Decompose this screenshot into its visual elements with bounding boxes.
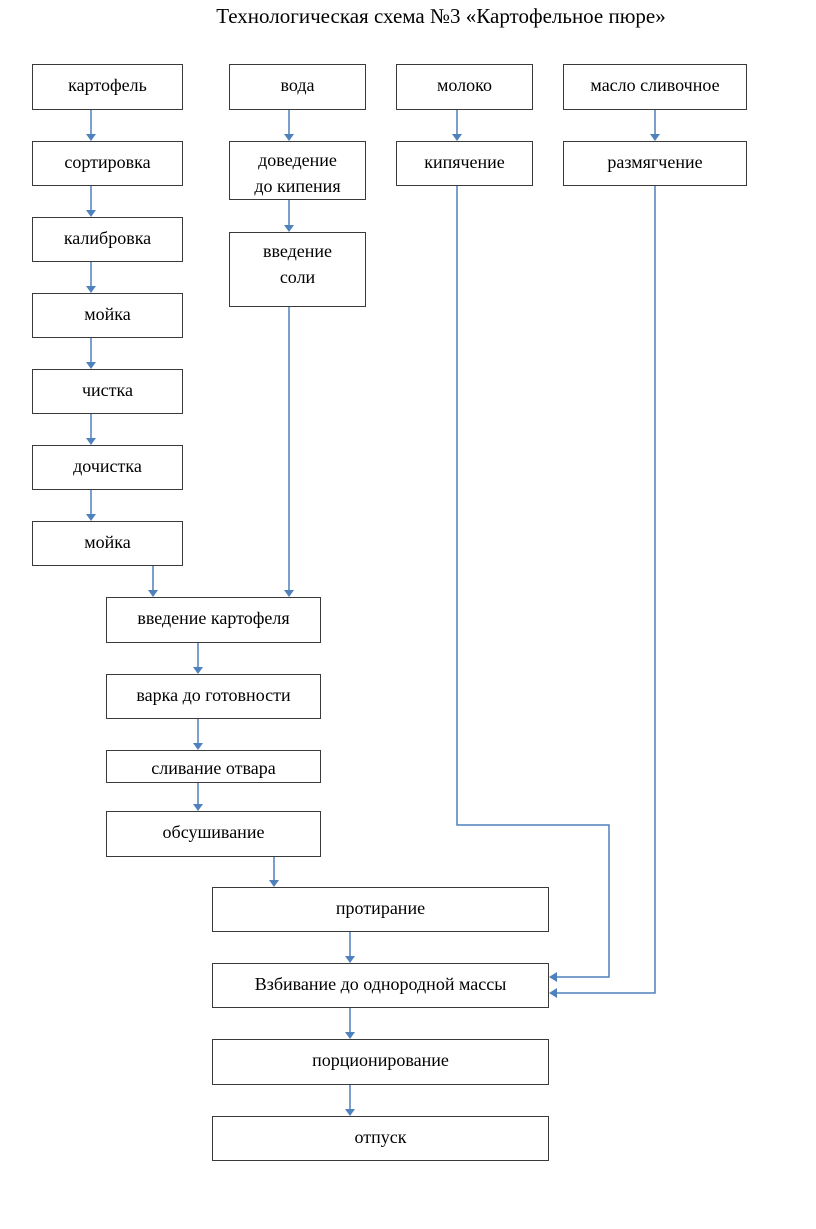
ingredient-water-box: вода bbox=[229, 64, 366, 110]
feed-lines bbox=[456, 186, 656, 998]
step-bring-to-boil-line2: до кипения bbox=[254, 176, 341, 196]
ingredient-butter-box: масло сливочное bbox=[563, 64, 747, 110]
butter-feed-line bbox=[557, 186, 656, 994]
potato-column-arrows bbox=[86, 110, 158, 597]
ingredient-potato-box: картофель bbox=[32, 64, 183, 110]
ingredient-milk-box: молоко bbox=[396, 64, 533, 110]
step-rubbing-box: протирание bbox=[212, 887, 549, 932]
step-add-salt-box: введение соли bbox=[229, 232, 366, 307]
step-repeeling-box: дочистка bbox=[32, 445, 183, 490]
step-add-potato-box: введение картофеля bbox=[106, 597, 321, 643]
step-add-salt-line2: соли bbox=[279, 267, 316, 287]
step-cook-box: варка до готовности bbox=[106, 674, 321, 719]
water-column-arrows bbox=[284, 110, 294, 597]
step-washing-2-box: мойка bbox=[32, 521, 183, 566]
step-calibration-box: калибровка bbox=[32, 217, 183, 262]
step-portioning-box: порционирование bbox=[212, 1039, 549, 1085]
step-bring-to-boil-box: доведение до кипения bbox=[229, 141, 366, 200]
step-sorting-box: сортировка bbox=[32, 141, 183, 186]
milk-feed-line bbox=[456, 186, 610, 978]
diagram-title: Технологическая схема №3 «Картофельное п… bbox=[216, 4, 666, 28]
step-butter-softening-box: размягчение bbox=[563, 141, 747, 186]
step-milk-boiling-box: кипячение bbox=[396, 141, 533, 186]
main-column-arrows bbox=[193, 643, 355, 1116]
step-peeling-box: чистка bbox=[32, 369, 183, 414]
step-washing-box: мойка bbox=[32, 293, 183, 338]
step-whipping-box: Взбивание до однородной массы bbox=[212, 963, 549, 1008]
step-serving-box: отпуск bbox=[212, 1116, 549, 1161]
step-dry-box: обсушивание bbox=[106, 811, 321, 857]
milk-butter-arrows bbox=[452, 110, 660, 141]
step-bring-to-boil-line1: доведение bbox=[258, 150, 337, 170]
step-add-salt-line1: введение bbox=[262, 241, 333, 261]
step-drain-box: сливание отвара bbox=[106, 750, 321, 783]
